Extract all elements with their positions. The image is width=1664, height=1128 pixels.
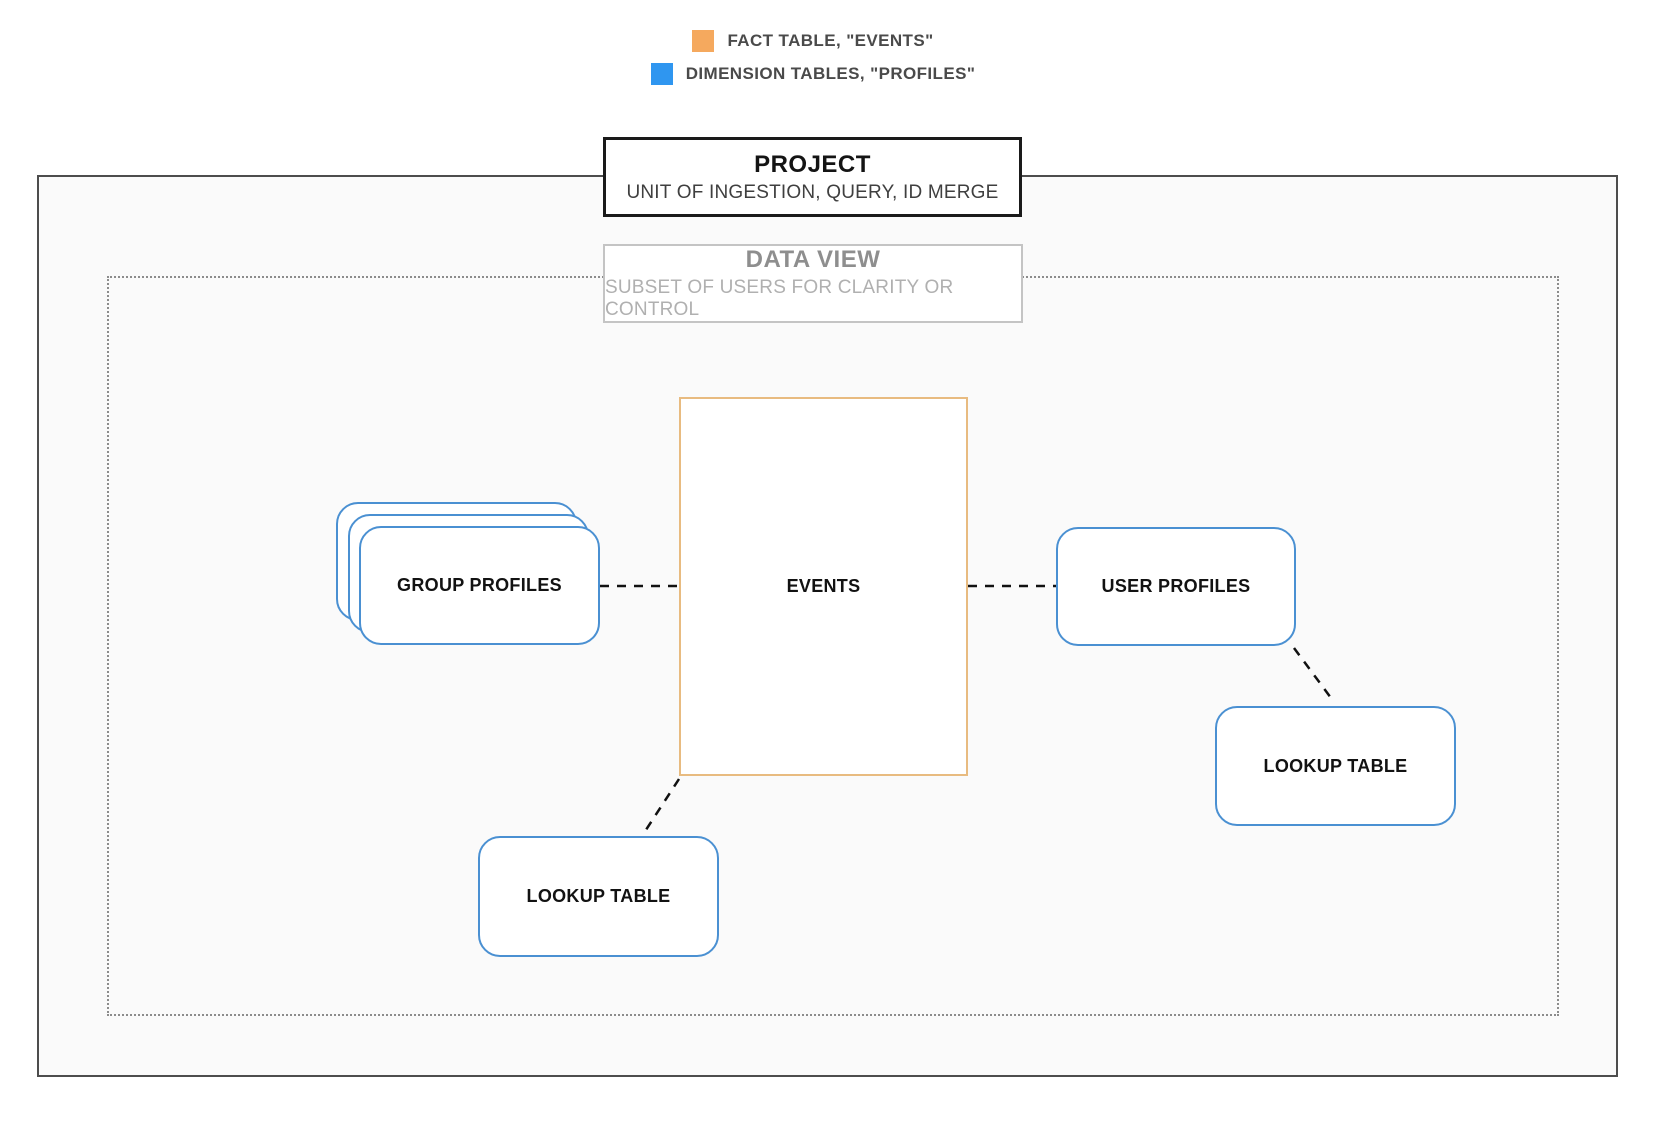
data-view-title: DATA VIEW [745, 246, 881, 273]
project-subtitle: UNIT OF INGESTION, QUERY, ID MERGE [626, 181, 999, 203]
node-group-profiles: GROUP PROFILES [359, 526, 600, 645]
legend-label-dimension-tables: DIMENSION TABLES, "PROFILES" [685, 64, 976, 83]
legend-item-dimension-tables: DIMENSION TABLES, "PROFILES" [650, 63, 976, 85]
node-lookup-table-right: LOOKUP TABLE [1215, 706, 1456, 826]
dimension-tables-swatch-icon [650, 63, 673, 85]
legend: FACT TABLE, "EVENTS" DIMENSION TABLES, "… [603, 30, 1023, 85]
node-label-group-profiles: GROUP PROFILES [397, 575, 562, 595]
node-label-lookup-table-right: LOOKUP TABLE [1263, 755, 1408, 776]
legend-label-fact-table: FACT TABLE, "EVENTS" [727, 31, 934, 50]
node-events: EVENTS [679, 397, 968, 776]
fact-table-swatch-icon [692, 30, 715, 52]
node-label-lookup-table-bottom: LOOKUP TABLE [526, 886, 671, 906]
project-label-box: PROJECT UNIT OF INGESTION, QUERY, ID MER… [603, 137, 1022, 217]
node-label-events: EVENTS [786, 576, 861, 596]
node-user-profiles: USER PROFILES [1056, 527, 1296, 646]
legend-item-fact-table: FACT TABLE, "EVENTS" [692, 30, 933, 52]
project-title: PROJECT [754, 150, 871, 178]
node-lookup-table-bottom: LOOKUP TABLE [478, 836, 719, 957]
data-view-subtitle: SUBSET OF USERS FOR CLARITY OR CONTROL [605, 277, 954, 320]
data-view-label-box: DATA VIEW SUBSET OF USERS FOR CLARITY OR… [603, 244, 1023, 323]
node-label-user-profiles: USER PROFILES [1101, 576, 1251, 596]
